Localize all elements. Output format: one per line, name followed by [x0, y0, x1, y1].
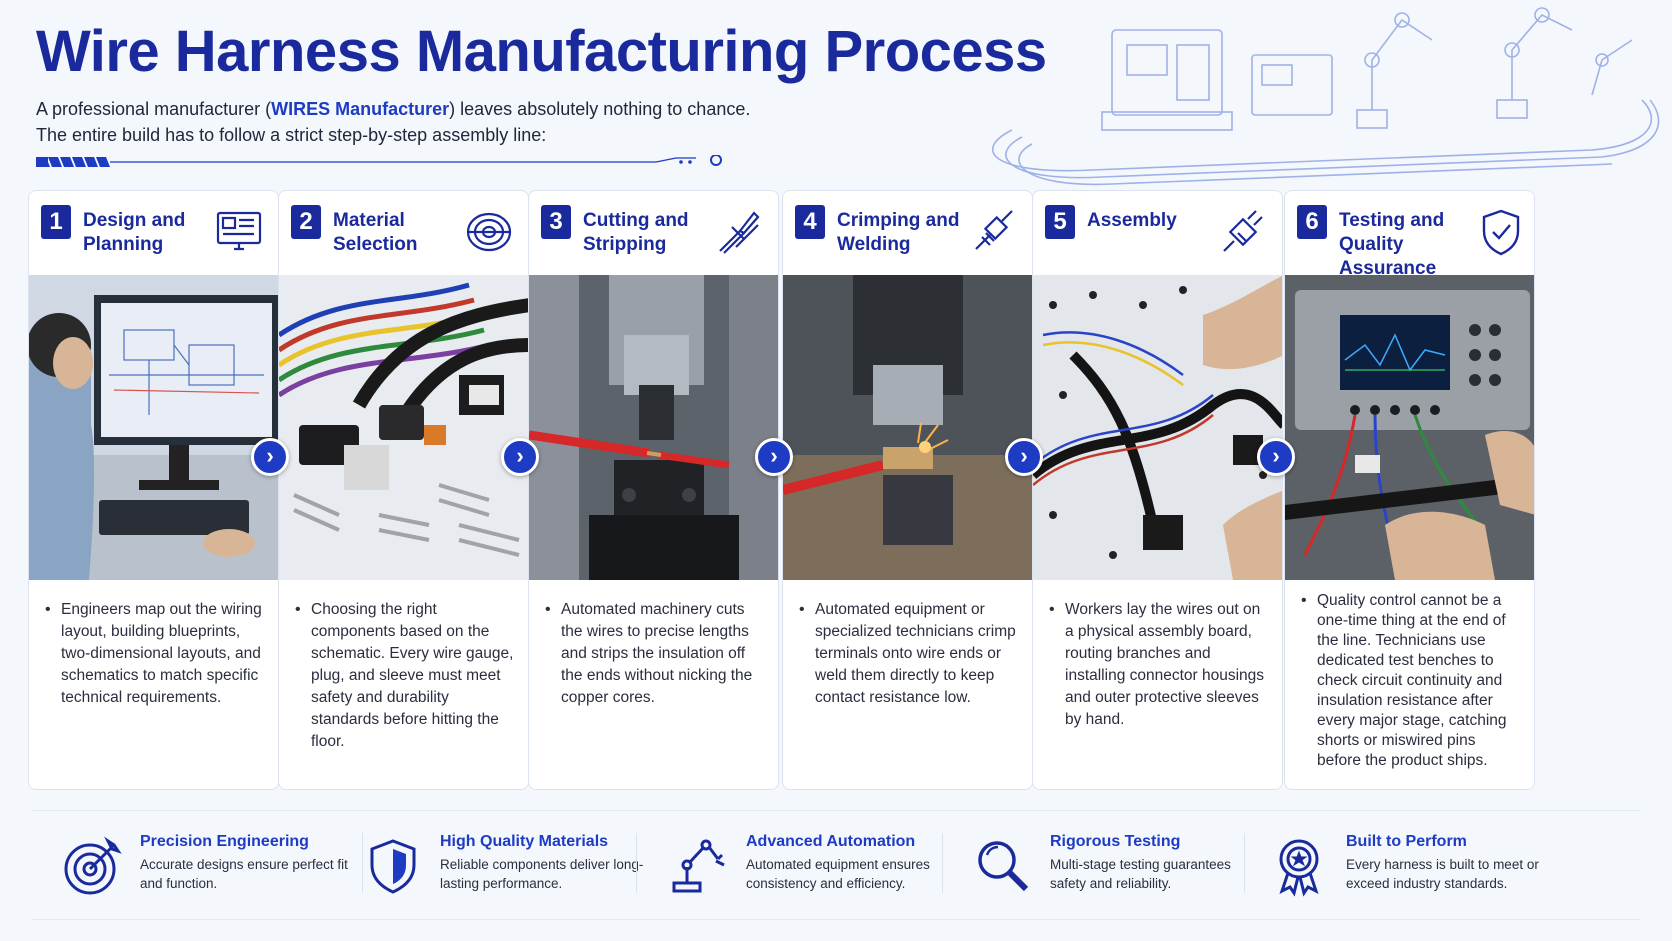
feature-title: Precision Engineering — [140, 833, 309, 850]
intro-text: A professional manufacturer (WIRES Manuf… — [36, 96, 796, 148]
step-description: Automated machinery cuts the wires to pr… — [543, 599, 767, 709]
step-header: 1 Design and Planning — [29, 191, 278, 275]
step-number: 5 — [1045, 205, 1075, 239]
monitor-blueprint-icon — [216, 211, 262, 251]
next-step-arrow: › — [1257, 438, 1295, 476]
step-description: Workers lay the wires out on a physical … — [1047, 599, 1271, 731]
shield-icon — [370, 839, 416, 894]
step-photo-test-bench — [1285, 275, 1534, 580]
step-title: Material Selection — [333, 210, 418, 255]
next-step-arrow: › — [251, 438, 289, 476]
shield-check-icon — [1482, 209, 1520, 256]
feature-divider — [636, 833, 637, 893]
intro-pre: A professional manufacturer ( — [36, 99, 272, 119]
step-card-testing: 6 Testing and Quality Assurance — [1284, 190, 1535, 790]
crimp-terminal-icon — [975, 210, 1013, 250]
step-photo-engineer — [29, 275, 278, 580]
step-number: 3 — [541, 205, 571, 239]
step-number: 1 — [41, 205, 71, 239]
robot-arm-icon — [672, 839, 725, 893]
feature-divider — [362, 833, 363, 893]
step-header: 3 Cutting and Stripping — [529, 191, 778, 275]
step-number: 4 — [795, 205, 825, 239]
feature-title: Advanced Automation — [746, 833, 916, 850]
award-badge-icon — [1279, 839, 1319, 897]
intro-post: ) leaves absolutely nothing to chance. — [449, 99, 751, 119]
step-description: Quality control cannot be a one-time thi… — [1299, 591, 1523, 771]
next-step-arrow: › — [501, 438, 539, 476]
step-header: 4 Crimping and Welding — [783, 191, 1032, 275]
magnifier-icon — [978, 841, 1029, 892]
step-card-assembly: 5 Assembly — [1032, 190, 1283, 790]
step-photo-crimping — [783, 275, 1032, 580]
feature-text: Automated equipment ensures consistency … — [746, 857, 930, 891]
step-title: Cutting and Stripping — [583, 210, 689, 255]
feature-divider — [1244, 833, 1245, 893]
feature-divider — [942, 833, 943, 893]
feature-title: Built to Perform — [1346, 833, 1467, 850]
feature-title: High Quality Materials — [440, 833, 609, 850]
step-title: Testing and Quality Assurance — [1339, 210, 1445, 279]
next-step-arrow: › — [755, 438, 793, 476]
feature-text: Multi-stage testing guarantees safety an… — [1050, 857, 1231, 891]
feature-text: Reliable components deliver long-lasting… — [440, 857, 644, 891]
step-number: 6 — [1297, 205, 1327, 239]
step-title: Crimping and Welding — [837, 210, 960, 255]
step-photo-cutting-machine — [529, 275, 778, 580]
step-description: Automated equipment or specialized techn… — [797, 599, 1021, 709]
brand-name: WIRES Manufacturer — [271, 99, 450, 119]
page-title: Wire Harness Manufacturing Process — [36, 19, 1047, 84]
features-bar: Precision Engineering Accurate designs e… — [32, 810, 1640, 920]
wire-cutter-icon — [719, 211, 760, 254]
step-photo-assembly-board — [1033, 275, 1282, 580]
step-header: 2 Material Selection — [279, 191, 528, 275]
process-steps: 1 Design and Planning — [28, 190, 1650, 792]
wire-spool-icon — [466, 212, 512, 252]
feature-text: Every harness is built to meet or exceed… — [1346, 857, 1539, 891]
step-card-design: 1 Design and Planning — [28, 190, 279, 790]
step-title: Design and Planning — [83, 210, 186, 255]
intro-line-2: The entire build has to follow a strict … — [36, 125, 547, 145]
header-divider — [36, 155, 722, 167]
step-card-crimping: 4 Crimping and Welding — [782, 190, 1033, 790]
connector-plug-icon — [1223, 210, 1263, 252]
target-icon — [64, 836, 122, 895]
feature-title: Rigorous Testing — [1050, 833, 1181, 850]
step-title: Assembly — [1087, 210, 1177, 231]
step-card-cutting: 3 Cutting and Stripping — [528, 190, 779, 790]
step-description: Engineers map out the wiring layout, bui… — [43, 599, 267, 709]
step-card-material: 2 Material Selection — [278, 190, 529, 790]
factory-line-illustration — [992, 7, 1660, 186]
next-step-arrow: › — [1005, 438, 1043, 476]
step-header: 6 Testing and Quality Assurance — [1285, 191, 1534, 279]
step-header: 5 Assembly — [1033, 191, 1282, 275]
feature-text: Accurate designs ensure perfect fit and … — [140, 857, 348, 891]
step-number: 2 — [291, 205, 321, 239]
step-description: Choosing the right components based on t… — [293, 599, 517, 753]
step-photo-components — [279, 275, 528, 580]
